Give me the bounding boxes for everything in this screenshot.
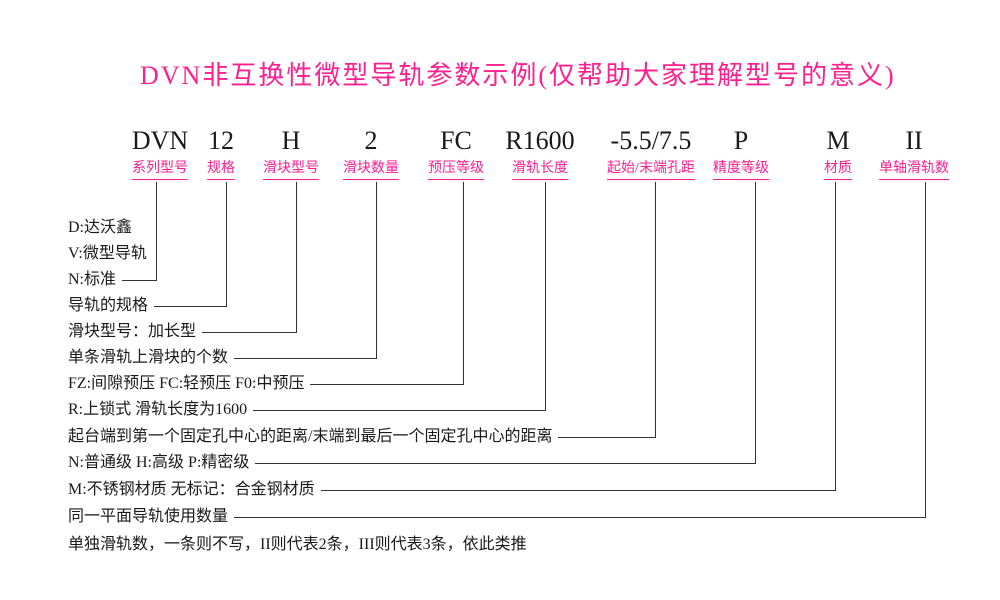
code-value-block-model: H <box>281 126 301 155</box>
explanation-row: 起台端到第一个固定孔中心的距离/末端到最后一个固定孔中心的距离 <box>68 428 553 445</box>
explanation-row: R:上锁式 滑轨长度为1600 <box>68 401 248 418</box>
code-label-spec: 规格 <box>207 161 235 180</box>
code-value-rail-length: R1600 <box>505 126 575 155</box>
explanation-row: N:标准 <box>68 271 117 288</box>
code-segment-hole-distance: -5.5/7.5 起始/末端孔距 <box>607 128 695 180</box>
code-segment-block-count: 2 滑块数量 <box>343 128 399 180</box>
explanation-row: V:微型导轨 <box>68 245 147 262</box>
code-value-spec: 12 <box>208 126 234 155</box>
code-segment-preload: FC 预压等级 <box>428 128 484 180</box>
code-value-series: DVN <box>131 126 189 155</box>
code-segment-series: DVN 系列型号 <box>132 128 188 180</box>
code-label-block-count: 滑块数量 <box>343 161 399 180</box>
code-label-series: 系列型号 <box>132 161 188 180</box>
code-label-rail-count: 单轴滑轨数 <box>879 161 949 180</box>
code-value-hole-distance: -5.5/7.5 <box>610 126 692 155</box>
code-segment-material: M 材质 <box>824 128 852 180</box>
code-value-preload: FC <box>440 126 472 155</box>
explanation-row: 导轨的规格 <box>68 297 149 314</box>
explanation-row: D:达沃鑫 <box>68 219 133 236</box>
code-label-material: 材质 <box>824 161 852 180</box>
explanation-row: 滑块型号：加长型 <box>68 323 197 340</box>
code-segment-rail-count: II 单轴滑轨数 <box>879 128 949 180</box>
page-title: DVN非互换性微型导轨参数示例(仅帮助大家理解型号的意义) <box>140 61 896 90</box>
explanation-row: M:不锈钢材质 无标记：合金钢材质 <box>68 481 315 498</box>
code-segment-spec: 12 规格 <box>207 128 235 180</box>
code-label-accuracy: 精度等级 <box>713 161 769 180</box>
code-segment-accuracy: P 精度等级 <box>713 128 769 180</box>
code-label-rail-length: 滑轨长度 <box>512 161 568 180</box>
code-segment-rail-length: R1600 滑轨长度 <box>505 126 575 180</box>
code-segment-block-model: H 滑块型号 <box>263 128 319 180</box>
explanation-row: 同一平面导轨使用数量 <box>68 508 229 525</box>
code-label-hole-distance: 起始/末端孔距 <box>607 161 695 180</box>
explanation-row: N:普通级 H:高级 P:精密级 <box>68 454 250 471</box>
code-value-accuracy: P <box>733 126 749 155</box>
explanation-row: 单条滑轨上滑块的个数 <box>68 349 229 366</box>
code-label-block-model: 滑块型号 <box>263 161 319 180</box>
explanation-row: 单独滑轨数，一条则不写，II则代表2条，III则代表3条，依此类推 <box>68 536 527 553</box>
code-value-block-count: 2 <box>364 126 378 155</box>
code-label-preload: 预压等级 <box>428 161 484 180</box>
code-value-material: M <box>826 126 850 155</box>
code-value-rail-count: II <box>905 126 923 155</box>
explanation-row: FZ:间隙预压 FC:轻预压 F0:中预压 <box>68 375 305 392</box>
